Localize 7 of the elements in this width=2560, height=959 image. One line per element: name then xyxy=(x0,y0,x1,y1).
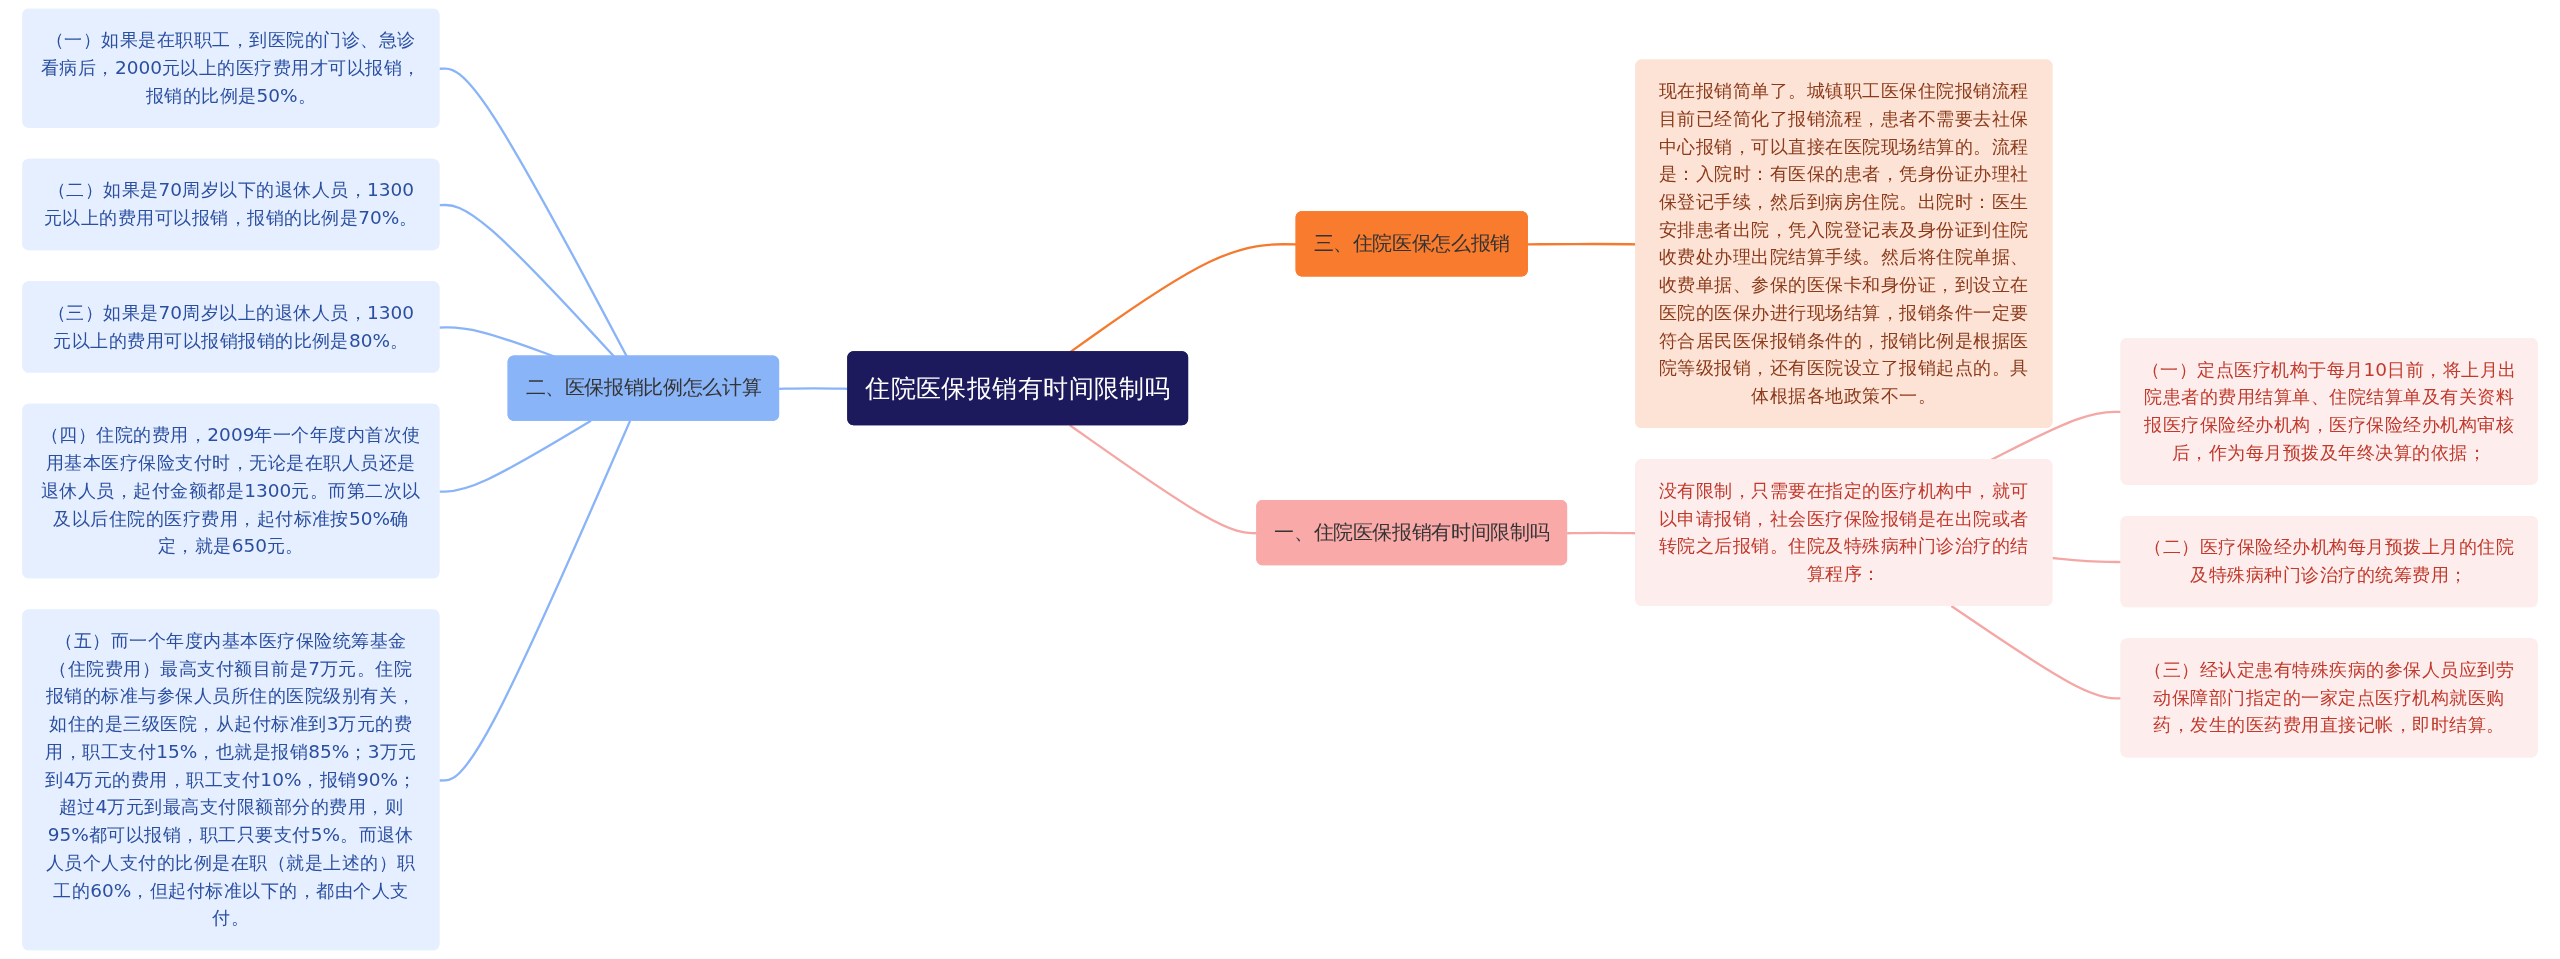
connector xyxy=(439,420,632,782)
connector xyxy=(439,203,616,358)
connector xyxy=(2052,556,2122,564)
connector xyxy=(439,67,628,358)
connector xyxy=(1950,605,2122,700)
connector xyxy=(439,419,592,493)
connector xyxy=(439,326,556,358)
